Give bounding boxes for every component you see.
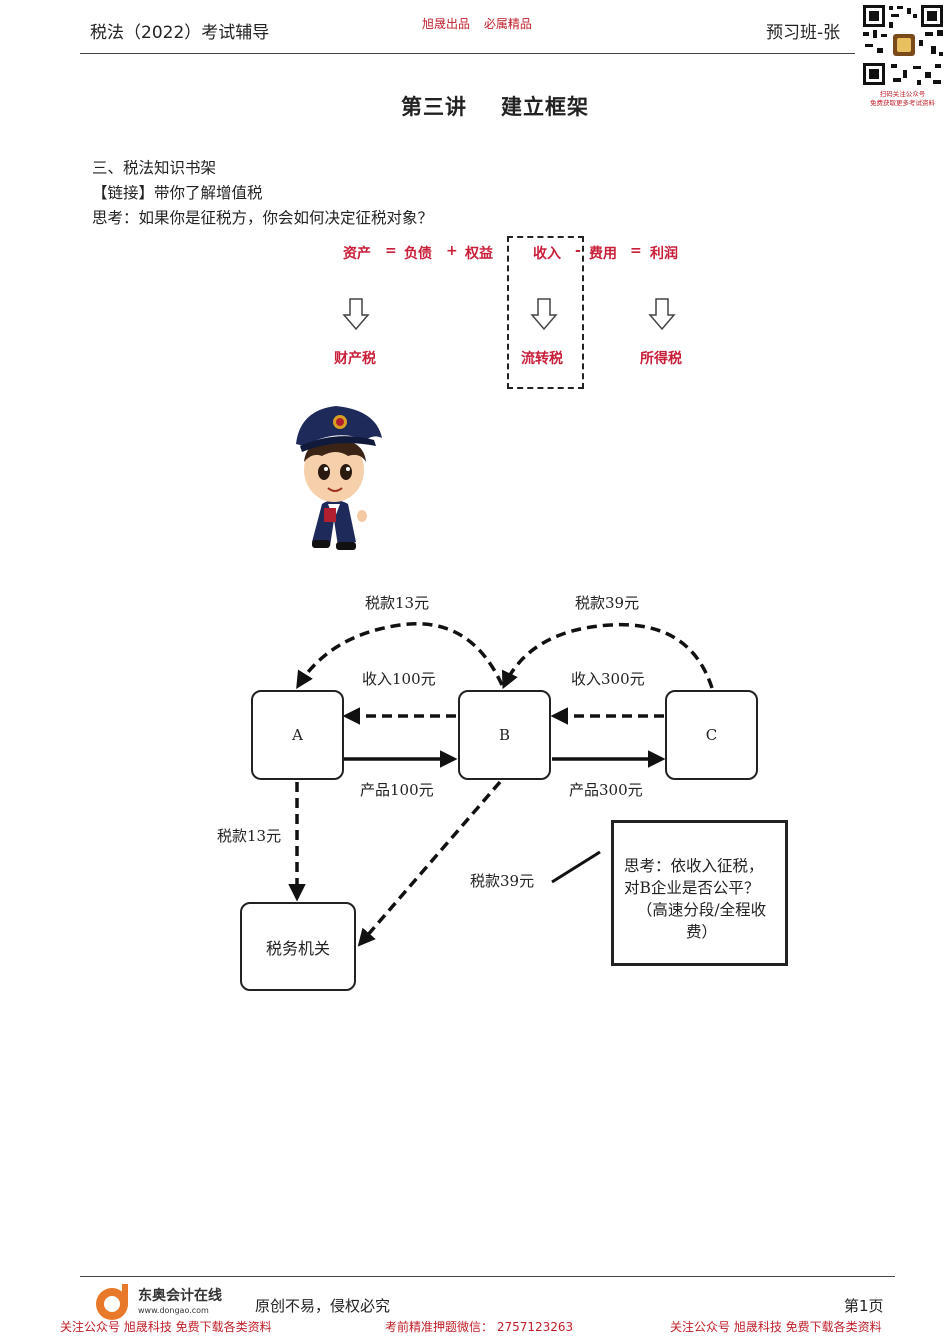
label-product100: 产品100元 <box>360 781 434 799</box>
node-c: C <box>665 690 758 780</box>
header-slogan-part2: 必属精品 <box>483 17 532 31</box>
eq-profit: 利润 <box>650 246 678 262</box>
footer-url: www.dongao.com <box>138 1306 209 1315</box>
dongao-logo-icon <box>96 1284 128 1320</box>
eq-revenue: 收入 <box>533 246 561 262</box>
footer-notice-center: 考前精准押题微信： 2757123263 <box>385 1320 574 1334</box>
node-a: A <box>251 690 344 780</box>
thinking-box: 思考：依收入征税， 对B企业是否公平？ （高速分段/全程收 费） <box>611 820 788 966</box>
footer-notice-left: 关注公众号 旭晟科技 免费下载各类资料 <box>60 1320 272 1334</box>
eq-minus: - <box>575 243 581 259</box>
label-tax39-mid: 税款39元 <box>470 872 535 890</box>
header-divider <box>80 53 895 54</box>
node-b: B <box>458 690 551 780</box>
qr-caption-line2: 免费获取更多考试资料 <box>870 99 935 107</box>
arc-tax13 <box>296 622 504 689</box>
page-title-lecture: 第三讲 <box>401 94 467 119</box>
section-heading: 三、税法知识书架 <box>92 159 217 177</box>
label-tax13-top: 税款13元 <box>365 594 430 612</box>
revenue-highlight-frame <box>507 236 584 389</box>
footer-slogan: 原创不易，侵权必究 <box>255 1297 391 1315</box>
header-slogan-part1: 旭晟出品 <box>422 17 471 31</box>
eq-equals-1: = <box>385 243 397 259</box>
thinking-line1: 思考：依收入征税， <box>624 857 764 875</box>
eq-expenses: 费用 <box>589 246 617 262</box>
down-arrow-icon <box>342 298 370 331</box>
link-text: 【链接】带你了解增值税 <box>92 184 263 202</box>
footer-notice-right: 关注公众号 旭晟科技 免费下载各类资料 <box>670 1320 882 1334</box>
footer-divider <box>80 1276 895 1277</box>
thinking-line2: 对B企业是否公平？ <box>624 879 760 897</box>
label-tax13-left: 税款13元 <box>217 827 282 845</box>
thinking-line4: 费） <box>685 923 717 941</box>
footer-brand: 东奥会计在线 <box>138 1288 222 1304</box>
down-arrows <box>342 298 676 331</box>
label-tax39-top: 税款39元 <box>575 594 640 612</box>
header-class-name: 预习班-张 <box>766 23 841 43</box>
page-title: 第三讲 建立框架 <box>0 91 950 121</box>
eq-plus: + <box>446 243 458 259</box>
qr-caption: 扫码关注公众号 免费获取更多考试资料 <box>855 90 950 108</box>
label-income300: 收入300元 <box>571 670 645 688</box>
qr-caption-line1: 扫码关注公众号 <box>879 90 926 98</box>
arrow-b-to-tax <box>357 780 502 947</box>
qr-code-icon <box>861 3 945 87</box>
eq-assets: 资产 <box>343 246 371 262</box>
label-income100: 收入100元 <box>362 670 436 688</box>
down-arrow-icon <box>648 298 676 331</box>
thinking-line3: （高速分段/全程收 <box>636 901 767 919</box>
tax-turnover: 流转税 <box>521 351 563 367</box>
eq-liabilities: 负债 <box>404 246 432 262</box>
qr-code <box>855 0 950 112</box>
page-title-topic: 建立框架 <box>501 94 589 119</box>
tax-income: 所得税 <box>640 351 682 367</box>
tax-property: 财产税 <box>334 351 376 367</box>
label-product300: 产品300元 <box>569 781 643 799</box>
header-slogan: 旭晟出品 必属精品 <box>422 15 542 32</box>
eq-equity: 权益 <box>465 246 493 262</box>
question-text: 思考：如果你是征税方，你会如何决定征税对象？ <box>92 209 434 227</box>
tax-officer-illustration <box>296 406 382 550</box>
eq-equals-2: = <box>630 243 642 259</box>
down-arrow-icon <box>530 298 558 331</box>
node-tax-authority: 税务机关 <box>240 902 356 991</box>
header-course-title: 税法（2022）考试辅导 <box>90 23 270 43</box>
page-number: 第1页 <box>844 1297 884 1315</box>
pointer-line <box>551 850 601 884</box>
arc-tax39 <box>501 622 714 690</box>
